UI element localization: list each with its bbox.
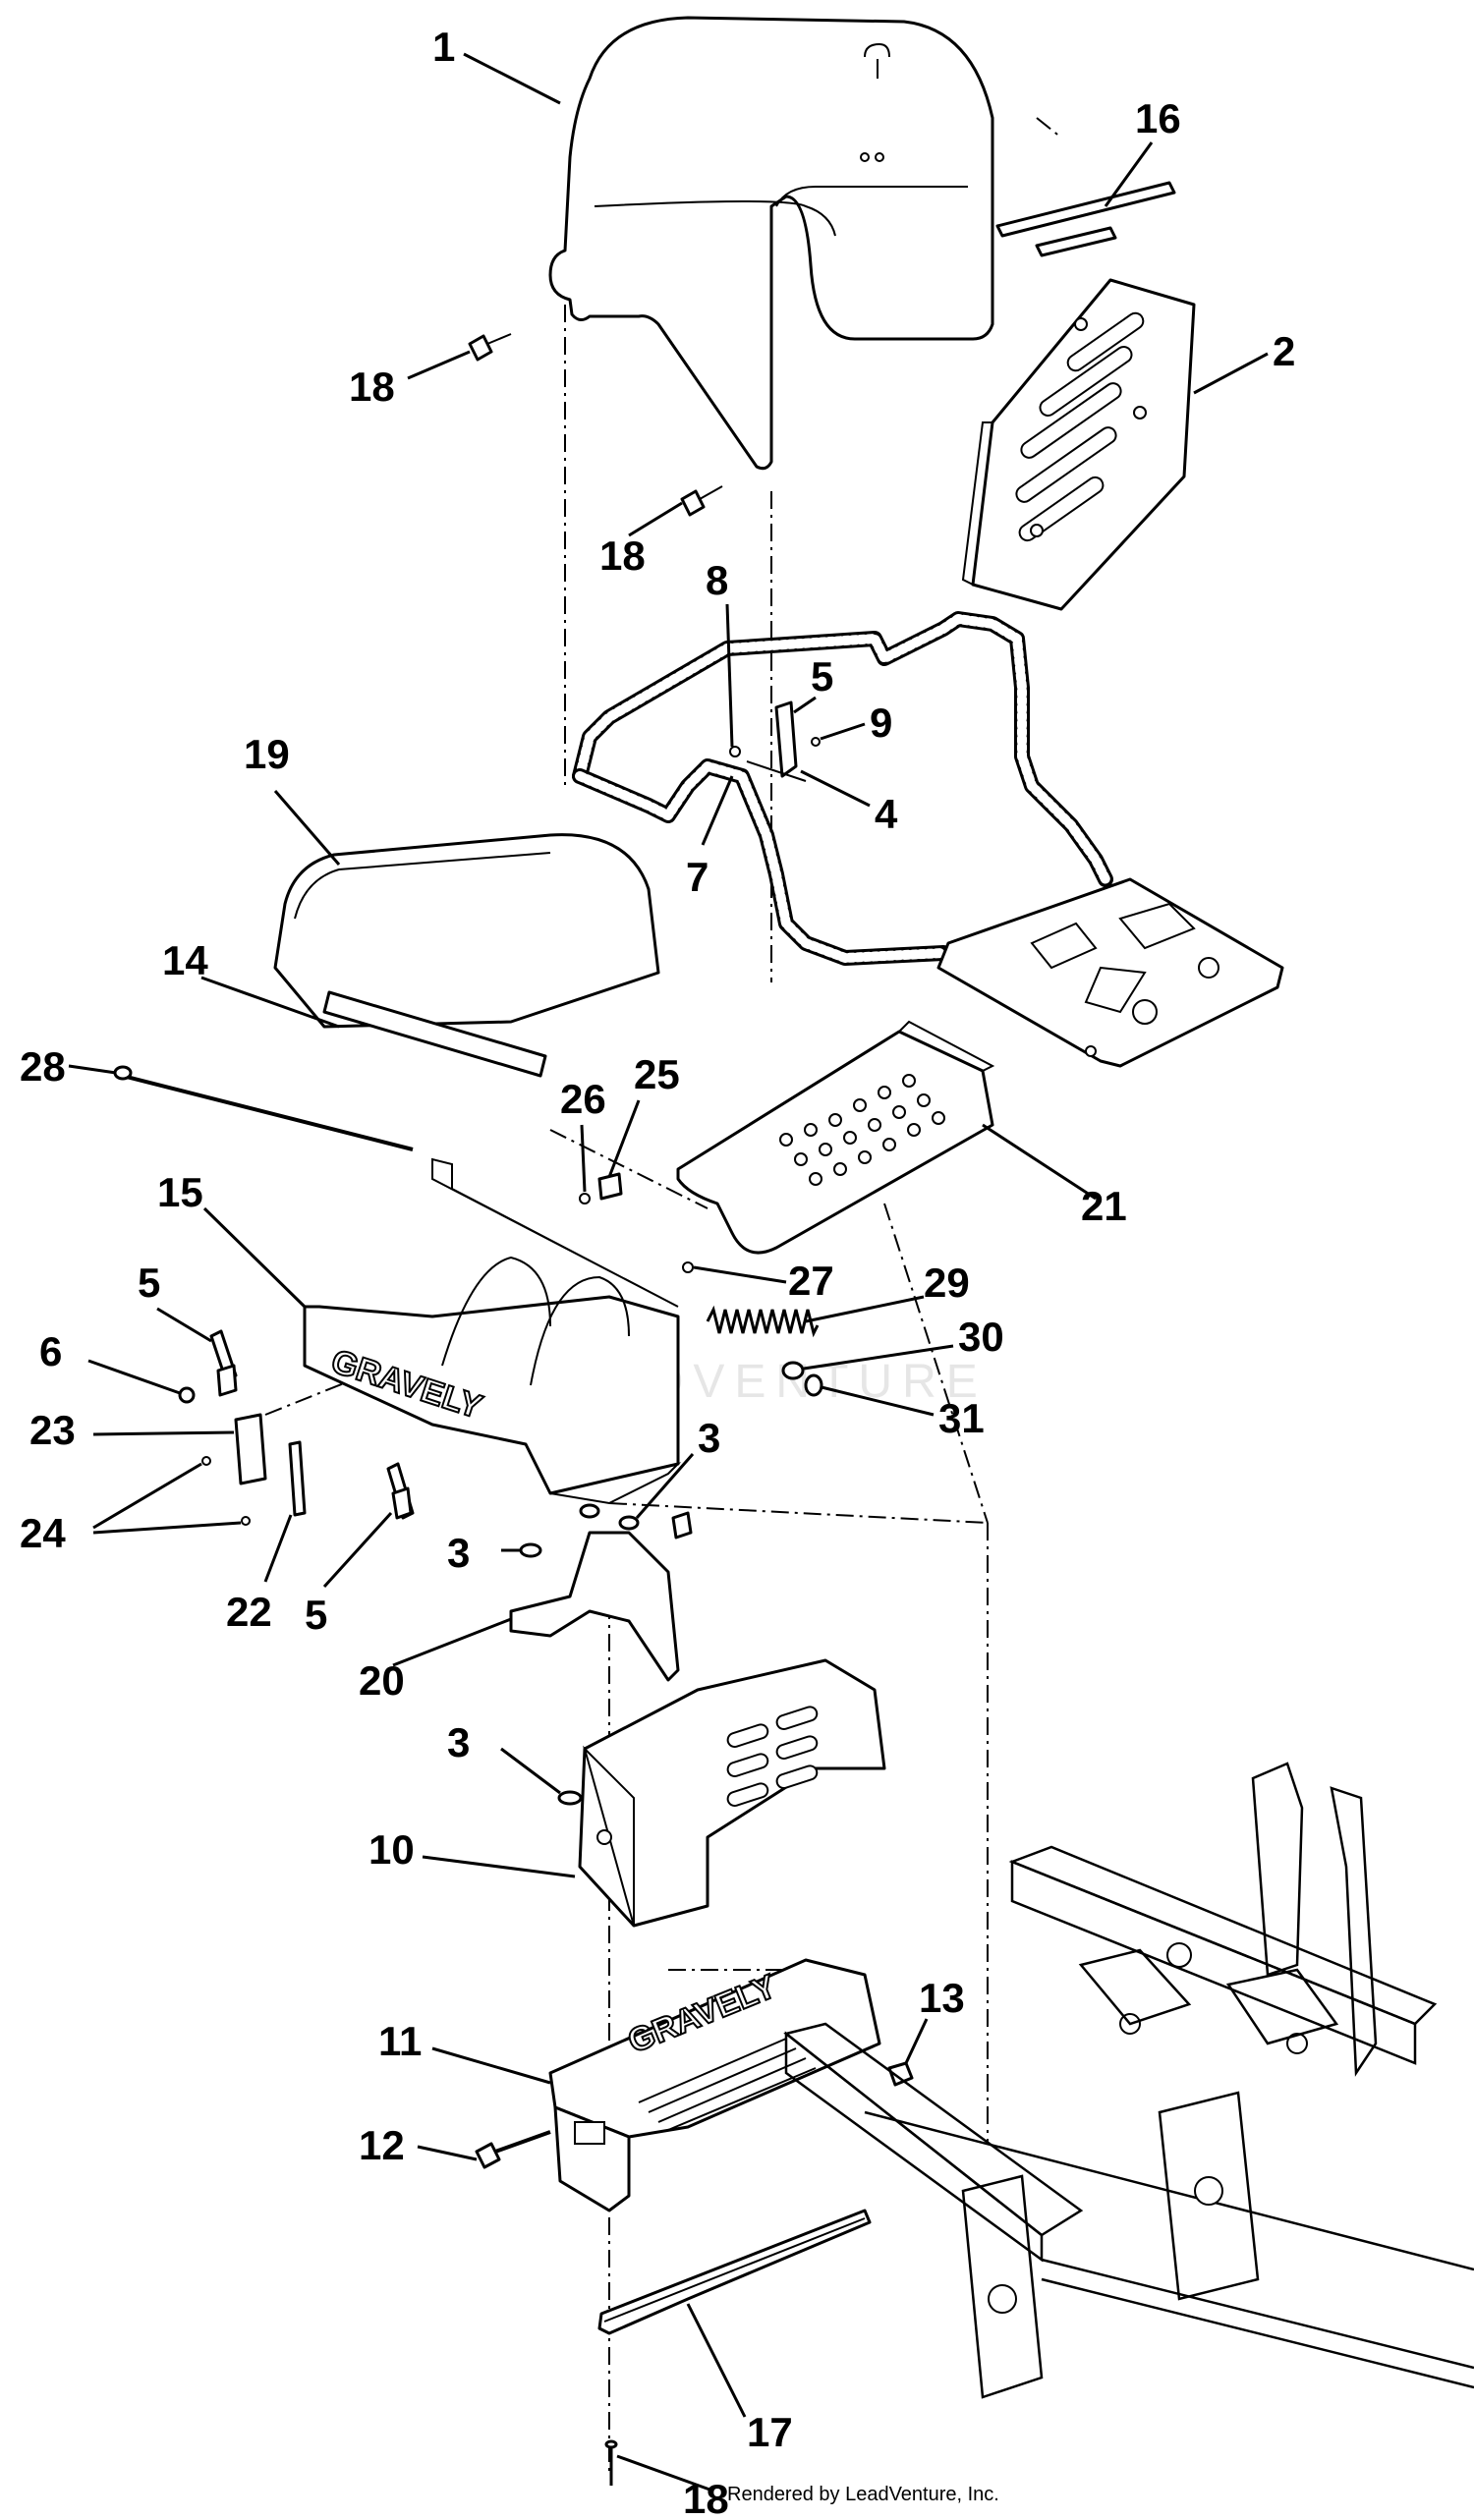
callout-3-c: 3 <box>447 1719 470 1765</box>
hardware-26-25-27 <box>579 1172 694 1273</box>
part-14-strip <box>322 990 547 1078</box>
callout-14: 14 <box>162 937 208 983</box>
tray-slots <box>638 2038 817 2131</box>
render-credit: Rendered by LeadVenture, Inc. <box>727 2484 999 2505</box>
callout-3-a: 3 <box>698 1415 720 1461</box>
callout-18-a: 18 <box>349 364 395 410</box>
callout-31: 31 <box>938 1395 985 1441</box>
callout-16: 16 <box>1135 95 1181 141</box>
callout-13: 13 <box>919 1975 965 2021</box>
part-17-brace <box>597 2209 872 2335</box>
plate-23 <box>234 1413 267 1485</box>
step-holes <box>779 1074 945 1186</box>
callout-22: 22 <box>226 1589 272 1635</box>
washers-3 <box>519 1503 693 1806</box>
callout-21: 21 <box>1081 1183 1127 1229</box>
hardware-cluster-seat <box>729 700 821 782</box>
callout-19: 19 <box>244 731 290 777</box>
spring-29 <box>706 1305 820 1338</box>
strip-22 <box>288 1440 307 1517</box>
callout-28: 28 <box>20 1043 66 1090</box>
callout-4: 4 <box>875 791 898 837</box>
bolt-12 <box>475 2130 551 2169</box>
callout-7: 7 <box>686 854 709 900</box>
part-10-shroud <box>578 1658 886 1928</box>
callout-5-a: 5 <box>811 653 833 700</box>
callout-18-b: 18 <box>599 532 646 579</box>
callout-5-b: 5 <box>138 1260 160 1306</box>
callout-25: 25 <box>634 1051 680 1097</box>
leader-lines <box>68 52 1269 2492</box>
callout-11: 11 <box>378 2018 422 2064</box>
part-1-cover <box>548 16 994 471</box>
screw-6 <box>178 1386 196 1404</box>
seat-frame-tube <box>572 611 1113 966</box>
callout-5-c: 5 <box>305 1592 327 1638</box>
nuts-24 <box>201 1456 251 1526</box>
seat-mount-plate <box>936 877 1284 1068</box>
screw-18-lower <box>604 2439 618 2486</box>
callout-18-c: 18 <box>683 2476 729 2520</box>
ring-30 <box>781 1361 805 1380</box>
callout-6: 6 <box>39 1328 62 1374</box>
part-16-strip <box>995 181 1176 257</box>
nut-13 <box>887 2061 914 2087</box>
bolt-18-middle <box>680 485 723 517</box>
callout-15: 15 <box>157 1169 203 1215</box>
part-21-step <box>676 1020 995 1255</box>
callout-10: 10 <box>368 1826 415 1873</box>
callout-20: 20 <box>359 1657 405 1704</box>
callout-8: 8 <box>706 557 728 603</box>
part-19-cover <box>273 833 660 1029</box>
bolt-18-upper <box>468 333 512 362</box>
callout-12: 12 <box>359 2122 405 2168</box>
part-15-housing: GRAVELY <box>303 1157 682 1505</box>
callout-30: 30 <box>958 1314 1004 1360</box>
callout-26: 26 <box>560 1076 606 1122</box>
clip-31 <box>804 1373 823 1397</box>
callout-1: 1 <box>432 24 455 70</box>
callout-3-b: 3 <box>447 1530 470 1576</box>
callout-27: 27 <box>788 1258 834 1304</box>
chassis-frame <box>783 1762 1474 2399</box>
part-28-rod <box>113 1065 414 1151</box>
bracket-5-left <box>209 1329 238 1397</box>
callout-2: 2 <box>1273 328 1295 374</box>
callout-24: 24 <box>20 1510 66 1556</box>
callout-17: 17 <box>747 2409 793 2455</box>
part-11-tray: GRAVELY <box>548 1958 881 2212</box>
callout-labels: 1 16 2 18 18 8 5 9 4 7 19 14 28 26 25 21… <box>20 24 1295 2520</box>
callout-23: 23 <box>29 1407 76 1453</box>
callout-29: 29 <box>924 1260 970 1306</box>
shroud-slots <box>726 1706 819 1808</box>
part-20-bracket <box>509 1531 680 1682</box>
part-2-panel <box>961 278 1196 611</box>
callout-9: 9 <box>870 700 892 746</box>
bracket-5-middle <box>386 1462 415 1520</box>
